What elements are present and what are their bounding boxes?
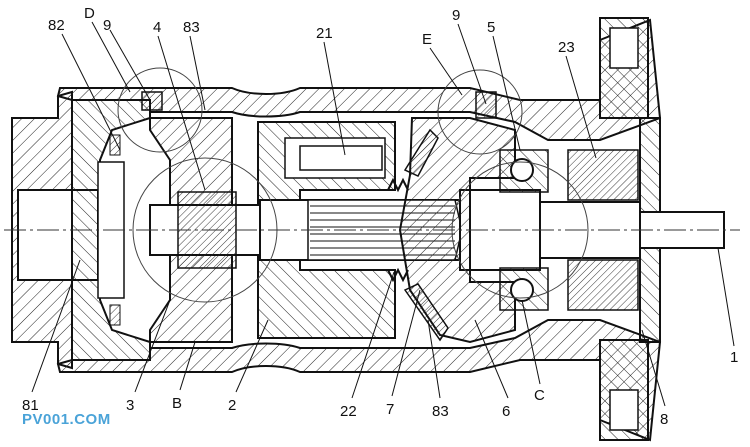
watermark: PV001.COM xyxy=(22,411,111,428)
label-8: 8 xyxy=(660,411,668,428)
label-6: 6 xyxy=(502,403,510,420)
swash-plate-6 xyxy=(398,117,516,344)
label-1: 1 xyxy=(730,349,738,366)
label-4: 4 xyxy=(153,19,161,36)
seal-9-left xyxy=(141,91,163,111)
leader-lines xyxy=(31,21,735,407)
label-83-top: 83 xyxy=(183,19,200,36)
label-5: 5 xyxy=(487,19,495,36)
label-D: D xyxy=(84,5,95,22)
label-23: 23 xyxy=(558,39,575,56)
label-E: E xyxy=(422,31,432,48)
label-83-bottom: 83 xyxy=(432,403,449,420)
label-C: C xyxy=(534,387,545,404)
label-22: 22 xyxy=(340,403,357,420)
housing-bottom xyxy=(56,319,662,442)
housing-top xyxy=(56,18,662,141)
label-3: 3 xyxy=(126,397,134,414)
label-82: 82 xyxy=(48,17,65,34)
label-9-left: 9 xyxy=(103,17,111,34)
needle-bearing-23 xyxy=(567,149,639,311)
label-B: B xyxy=(172,395,182,412)
label-7: 7 xyxy=(386,401,394,418)
label-21: 21 xyxy=(316,25,333,42)
cylinder-block-2 xyxy=(257,121,396,339)
ball-bearing-5 xyxy=(499,149,549,311)
label-81: 81 xyxy=(22,397,39,414)
label-2: 2 xyxy=(228,397,236,414)
label-9-right: 9 xyxy=(452,7,460,24)
part-labels: 82 D 9 4 83 21 E 9 5 23 81 3 B 2 22 7 83… xyxy=(22,5,738,428)
spring-22 xyxy=(387,177,409,283)
seal-9-right xyxy=(475,91,497,119)
